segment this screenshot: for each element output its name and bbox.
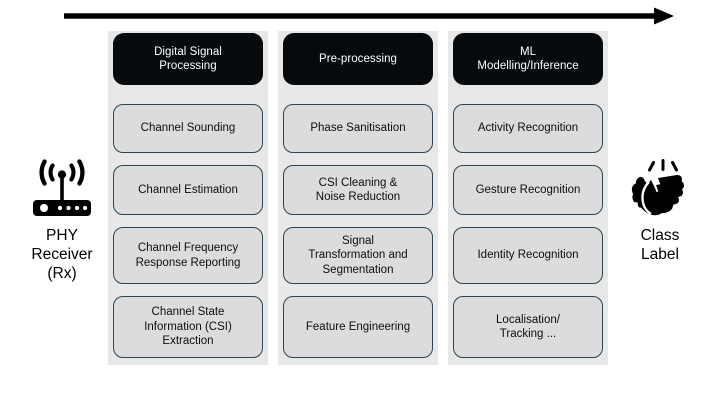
pipeline-column-pre-processing: Pre-processing Phase Sanitisation CSI Cl…	[278, 31, 438, 365]
column-header-digital-signal-processing: Digital Signal Processing	[113, 33, 263, 85]
stage-box[interactable]: Feature Engineering	[283, 296, 433, 358]
pipeline-column-ml-modelling-inference: ML Modelling/Inference Activity Recognit…	[448, 31, 608, 365]
stage-box[interactable]: CSI Cleaning & Noise Reduction	[283, 165, 433, 215]
phy-receiver-label: PHY Receiver (Rx)	[31, 227, 93, 282]
column-header-ml-modelling-inference: ML Modelling/Inference	[453, 33, 603, 85]
phy-receiver-endpoint: PHY Receiver (Rx)	[14, 158, 110, 283]
pipeline-columns: Digital Signal Processing Channel Soundi…	[108, 31, 608, 365]
stage-box[interactable]: Channel State Information (CSI) Extracti…	[113, 296, 263, 358]
column-header-pre-processing: Pre-processing	[283, 33, 433, 85]
wifi-router-antenna-icon	[33, 159, 91, 216]
stage-box[interactable]: Identity Recognition	[453, 227, 603, 284]
stage-box[interactable]: Signal Transformation and Segmentation	[283, 227, 433, 284]
stage-list-digital-signal-processing: Channel Sounding Channel Estimation Chan…	[113, 104, 263, 365]
stage-box[interactable]: Channel Frequency Response Reporting	[113, 227, 263, 284]
stage-box[interactable]: Channel Estimation	[113, 165, 263, 215]
stage-list-pre-processing: Phase Sanitisation CSI Cleaning & Noise …	[283, 104, 433, 365]
clapping-hands-icon	[631, 159, 684, 216]
stage-box[interactable]: Localisation/ Tracking ...	[453, 296, 603, 358]
stage-box[interactable]: Channel Sounding	[113, 104, 263, 153]
stage-box[interactable]: Activity Recognition	[453, 104, 603, 153]
stage-box[interactable]: Phase Sanitisation	[283, 104, 433, 153]
class-label-endpoint: Class Label	[612, 158, 708, 264]
pipeline-column-digital-signal-processing: Digital Signal Processing Channel Soundi…	[108, 31, 268, 365]
stage-list-ml-modelling-inference: Activity Recognition Gesture Recognition…	[453, 104, 603, 365]
stage-box[interactable]: Gesture Recognition	[453, 165, 603, 215]
class-label-text: Class Label	[640, 227, 680, 263]
flow-direction-arrow	[64, 7, 674, 25]
